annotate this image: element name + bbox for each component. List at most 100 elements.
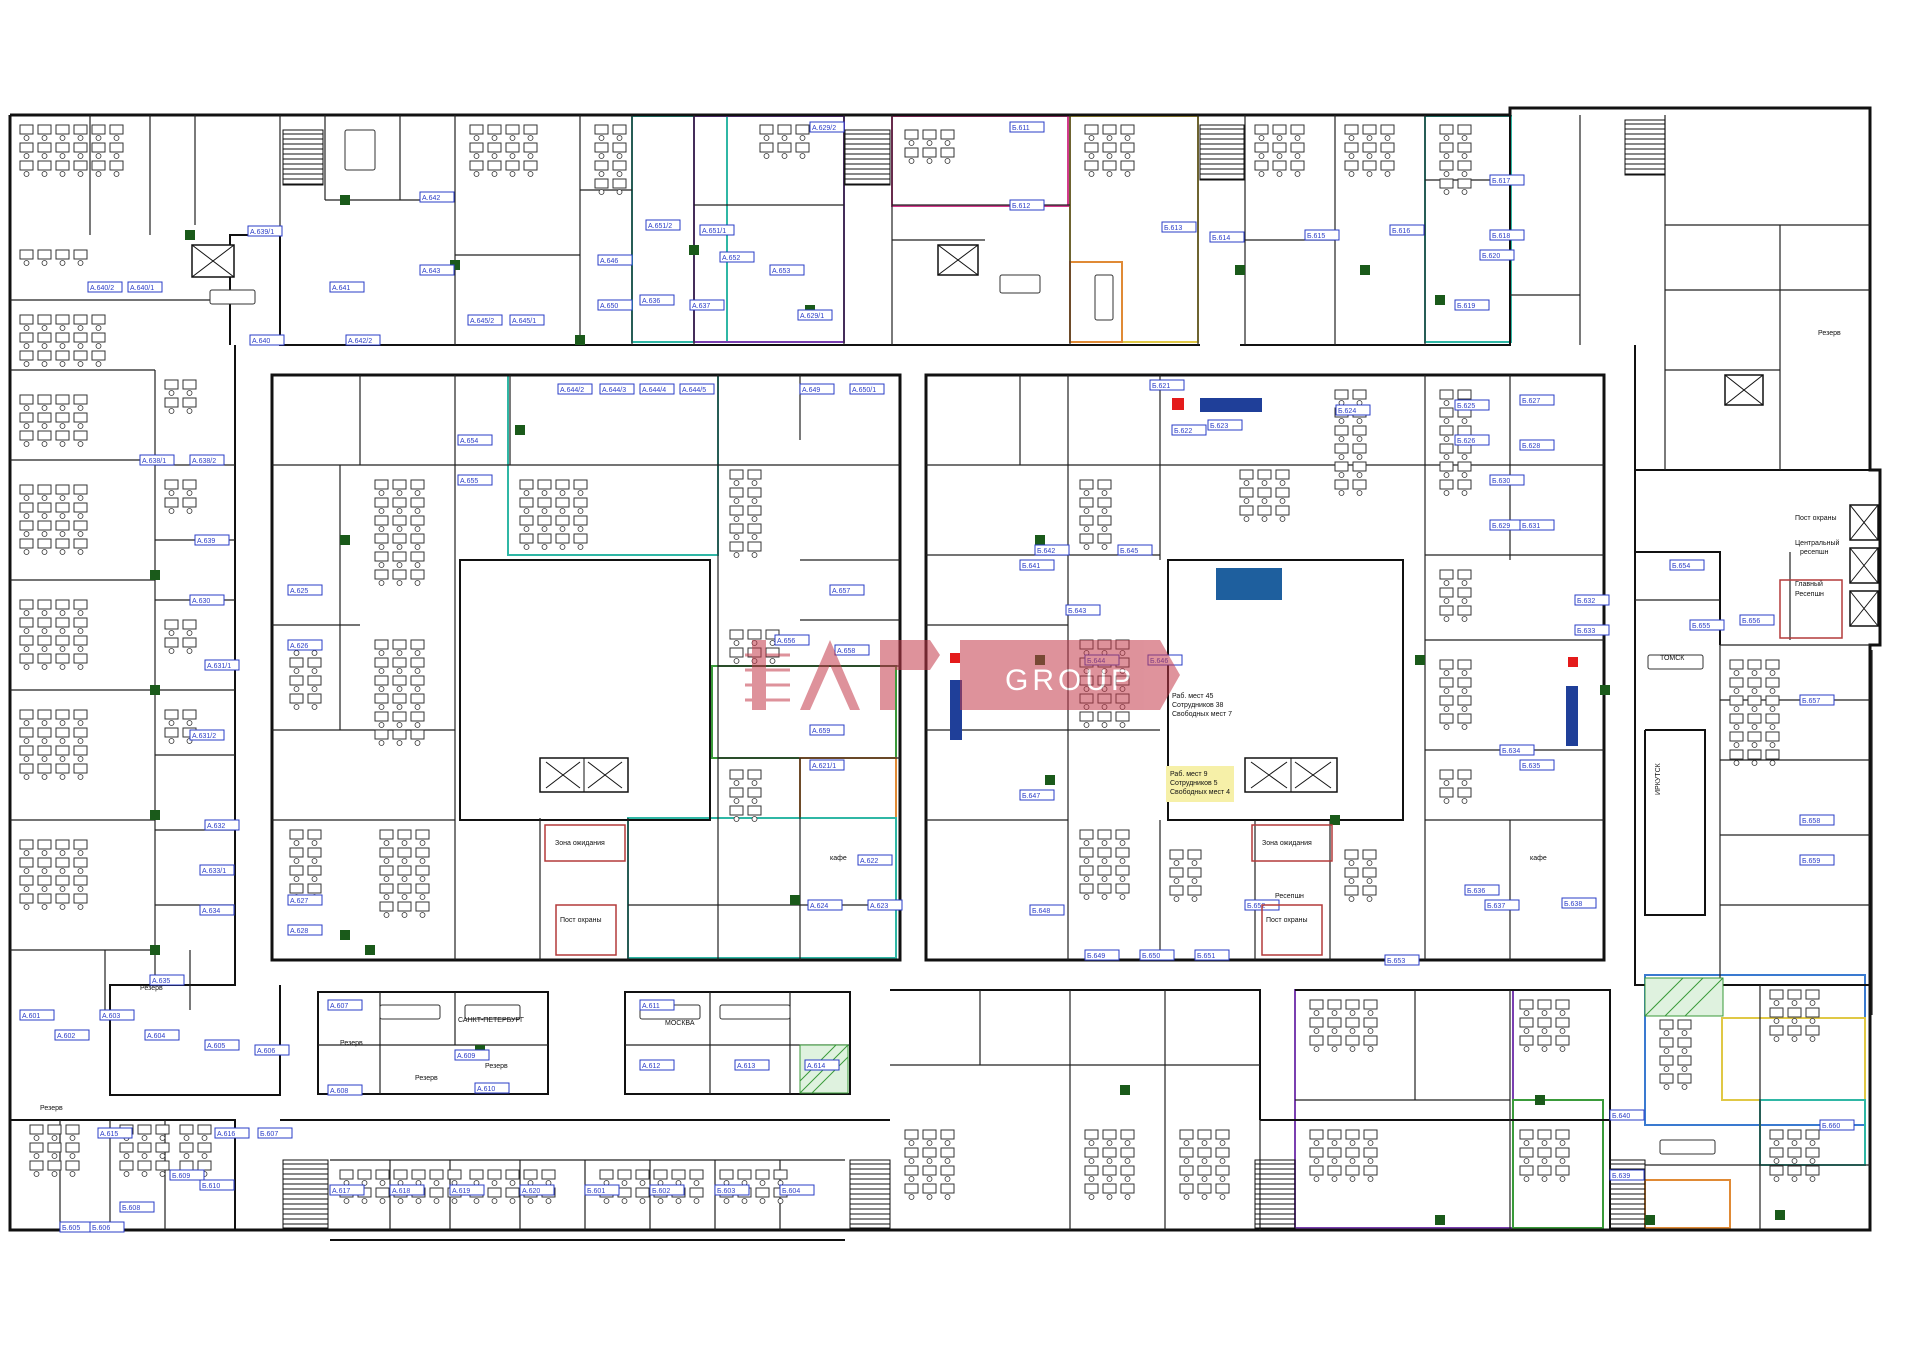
- svg-text:А.612: А.612: [642, 1063, 660, 1070]
- svg-text:А.628: А.628: [290, 928, 308, 935]
- room-tag: А.658: [834, 644, 870, 656]
- room-tag: А.641: [329, 281, 365, 293]
- room-tag: А.653: [769, 264, 805, 276]
- room-tag: А.618: [389, 1184, 425, 1196]
- room-tag: А.642/2: [345, 334, 381, 346]
- room-tag: А.640/2: [87, 281, 123, 293]
- svg-text:Б.612: Б.612: [1012, 203, 1030, 210]
- svg-text:Б.623: Б.623: [1210, 423, 1228, 430]
- marker-teal-block: [1216, 568, 1282, 600]
- room-tag: Б.612: [1009, 199, 1045, 211]
- room-tag: А.633/1: [199, 864, 235, 876]
- svg-text:А.625: А.625: [290, 588, 308, 595]
- room-tag: Б.656: [1739, 614, 1775, 626]
- svg-text:Б.601: Б.601: [587, 1188, 605, 1195]
- svg-text:Б.613: Б.613: [1164, 225, 1182, 232]
- svg-text:А.650: А.650: [600, 303, 618, 310]
- svg-text:Б.607: Б.607: [260, 1131, 278, 1138]
- room-tag: Б.607: [257, 1127, 293, 1139]
- svg-text:Б.654: Б.654: [1672, 563, 1690, 570]
- room-tag: А.605: [204, 1039, 240, 1051]
- room-tag: А.632: [204, 819, 240, 831]
- svg-text:А.651/2: А.651/2: [648, 223, 672, 230]
- room-tag: Б.619: [1454, 299, 1490, 311]
- note-zone-b: Раб. мест 45 Сотрудников 38 Свободных ме…: [1172, 692, 1232, 718]
- svg-text:Б.632: Б.632: [1577, 598, 1595, 605]
- svg-text:А.649: А.649: [802, 387, 820, 394]
- svg-text:А.644/5: А.644/5: [682, 387, 706, 394]
- room-tag: Б.618: [1489, 229, 1525, 241]
- room-tag: Б.629: [1489, 519, 1525, 531]
- svg-text:Б.651: Б.651: [1197, 953, 1215, 960]
- svg-text:Б.637: Б.637: [1487, 903, 1505, 910]
- svg-text:Б.633: Б.633: [1577, 628, 1595, 635]
- room-tag: А.638/1: [139, 454, 175, 466]
- room-tag: Б.660: [1819, 1119, 1855, 1131]
- room-tag: Б.614: [1209, 231, 1245, 243]
- markers: [950, 398, 1578, 746]
- area-labels: Пост охраны Пост охраны Пост охраны Цент…: [40, 330, 1841, 1112]
- svg-text:А.635: А.635: [152, 978, 170, 985]
- room-tag: А.643: [419, 264, 455, 276]
- room-tag: А.626: [287, 639, 323, 651]
- svg-text:Б.618: Б.618: [1492, 233, 1510, 240]
- room-tag: Б.613: [1161, 221, 1197, 233]
- room-tag: А.651/1: [699, 224, 735, 236]
- room-tag: А.645/1: [509, 314, 545, 326]
- room-tag: А.639: [194, 534, 230, 546]
- room-tag: Б.639: [1609, 1169, 1645, 1181]
- room-tag: А.631/2: [189, 729, 225, 741]
- svg-text:Б.634: Б.634: [1502, 748, 1520, 755]
- svg-text:А.613: А.613: [737, 1063, 755, 1070]
- svg-text:Б.649: Б.649: [1087, 953, 1105, 960]
- svg-text:А.624: А.624: [810, 903, 828, 910]
- label-cafe-left: кафе: [830, 855, 847, 862]
- label-reserve-1: Резерв: [40, 1105, 63, 1112]
- room-tag: А.601: [19, 1009, 55, 1021]
- svg-text:А.622: А.622: [860, 858, 878, 865]
- svg-text:А.641: А.641: [332, 285, 350, 292]
- room-tag: А.635: [149, 974, 185, 986]
- room-tag: Б.617: [1489, 174, 1525, 186]
- elevator-east-bank: [1244, 757, 1338, 793]
- svg-text:А.659: А.659: [812, 728, 830, 735]
- svg-text:Б.608: Б.608: [122, 1205, 140, 1212]
- room-tag: А.604: [144, 1029, 180, 1041]
- label-waiting-right: Зона ожидания: [1262, 840, 1312, 847]
- stairs: [282, 119, 1666, 1229]
- svg-text:Б.626: Б.626: [1457, 438, 1475, 445]
- svg-text:Б.631: Б.631: [1522, 523, 1540, 530]
- svg-text:Б.620: Б.620: [1482, 253, 1500, 260]
- svg-text:А.629/2: А.629/2: [812, 125, 836, 132]
- label-reserve-6: Резерв: [1818, 330, 1841, 337]
- svg-text:А.651/1: А.651/1: [702, 228, 726, 235]
- svg-text:Б.606: Б.606: [92, 1225, 110, 1232]
- room-tag: Б.637: [1484, 899, 1520, 911]
- room-tag: Б.615: [1304, 229, 1340, 241]
- label-reserve-2: Резерв: [140, 985, 163, 992]
- svg-text:Б.629: Б.629: [1492, 523, 1510, 530]
- room-tag: А.622: [857, 854, 893, 866]
- label-central-reception-1: Центральный: [1795, 539, 1840, 547]
- svg-text:А.607: А.607: [330, 1003, 348, 1010]
- label-meeting-spb: САНКТ-ПЕТЕРБУРГ: [458, 1017, 524, 1024]
- svg-text:Свободных мест 7: Свободных мест 7: [1172, 710, 1232, 718]
- svg-text:Б.619: Б.619: [1457, 303, 1475, 310]
- label-security-right: Пост охраны: [1266, 917, 1308, 924]
- svg-text:А.654: А.654: [460, 438, 478, 445]
- svg-text:Б.624: Б.624: [1338, 408, 1356, 415]
- marker-red-1: [1172, 398, 1184, 410]
- svg-text:А.631/1: А.631/1: [207, 663, 231, 670]
- svg-text:А.623: А.623: [870, 903, 888, 910]
- marker-blue-bar-2: [950, 680, 962, 740]
- svg-text:А.642: А.642: [422, 195, 440, 202]
- desk-clusters: [19, 124, 1820, 1204]
- svg-text:Б.636: Б.636: [1467, 888, 1485, 895]
- svg-text:Б.640: Б.640: [1612, 1113, 1630, 1120]
- svg-text:А.644/2: А.644/2: [560, 387, 584, 394]
- room-tag: Б.610: [199, 1179, 235, 1191]
- svg-text:А.620: А.620: [522, 1188, 540, 1195]
- room-tag: А.644/3: [599, 383, 635, 395]
- note-box-yellow: [1166, 766, 1234, 802]
- room-tag: А.616: [214, 1127, 250, 1139]
